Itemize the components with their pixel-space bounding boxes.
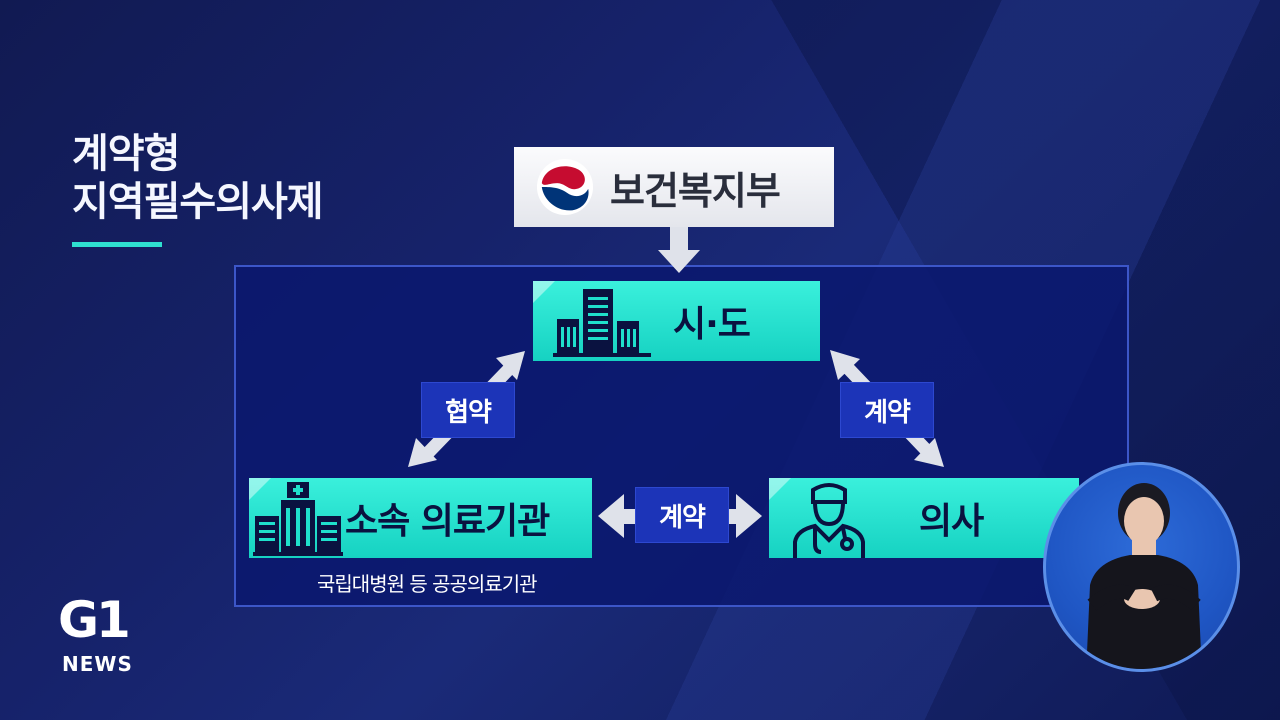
edge-badge-agreement: 협약 — [421, 382, 515, 438]
city-buildings-icon — [553, 289, 651, 357]
doctor-icon — [793, 483, 865, 558]
node-sido: 시·도 — [533, 281, 820, 361]
node-doctor: 의사 — [769, 478, 1079, 558]
node-sido-label: 시·도 — [673, 304, 751, 345]
ministry-label: 보건복지부 — [610, 168, 781, 213]
hospital-caption: 국립대병원 등 공공의료기관 — [317, 572, 538, 596]
node-hospital-label: 소속 의료기관 — [345, 501, 550, 542]
edge-badge-contract-hospital-doctor: 계약 — [635, 487, 729, 543]
node-hospital: 소속 의료기관 — [249, 478, 592, 558]
title-underline — [72, 242, 162, 247]
title-line-1: 계약형 — [72, 131, 180, 177]
taegeuk-emblem-icon — [536, 158, 594, 216]
title-line-2: 지역필수의사제 — [72, 179, 324, 225]
interpreter-person-icon — [1086, 483, 1202, 669]
hospital-building-icon — [253, 482, 343, 556]
logo-sub: NEWS — [62, 652, 133, 676]
sign-language-interpreter — [1043, 462, 1240, 672]
logo-brand: G1 — [58, 591, 131, 649]
broadcaster-logo: G1 NEWS — [58, 592, 138, 682]
page-title: 계약형 지역필수의사제 — [72, 130, 324, 226]
node-doctor-label: 의사 — [919, 501, 984, 542]
edge-badge-contract-sido-doctor: 계약 — [840, 382, 934, 438]
ministry-box: 보건복지부 — [514, 147, 834, 227]
